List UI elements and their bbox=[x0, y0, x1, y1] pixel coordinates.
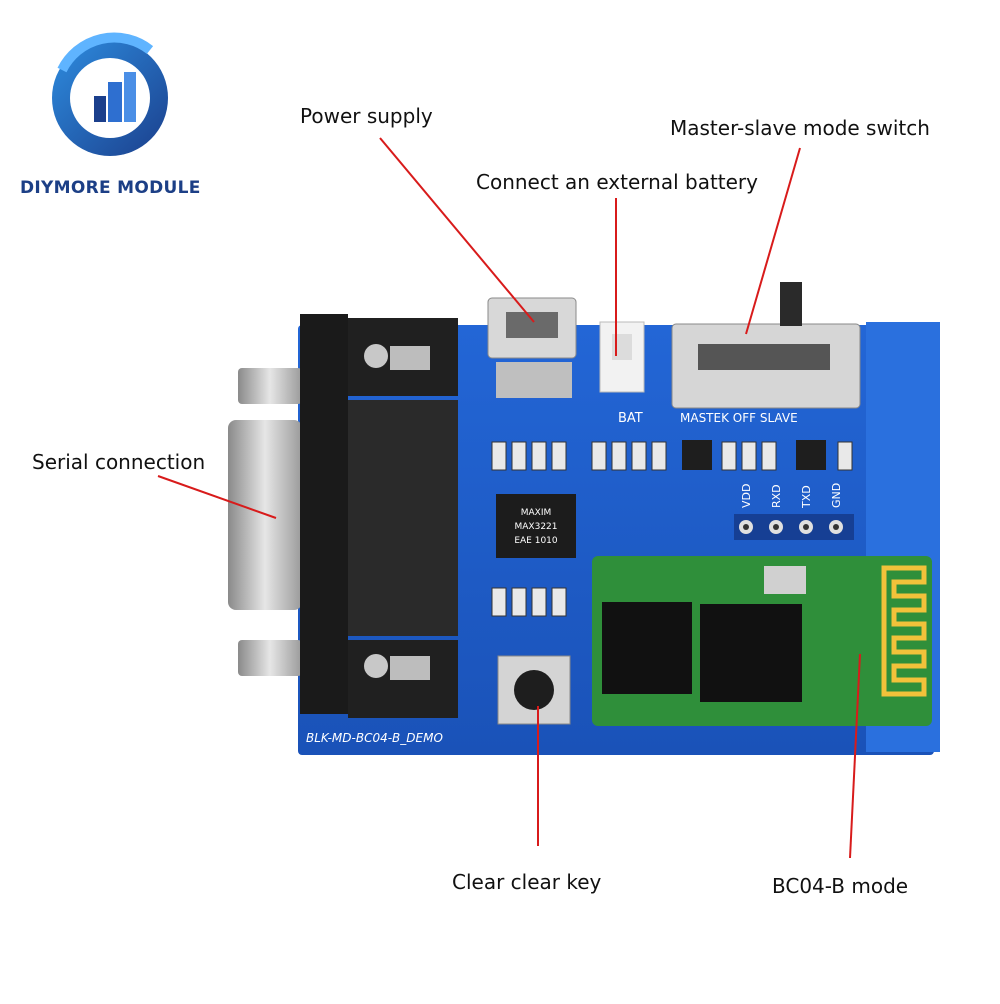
chip-code: EAE 1010 bbox=[514, 536, 558, 546]
callout-external-battery: Connect an external battery bbox=[476, 170, 758, 194]
bat-label: BAT bbox=[618, 411, 643, 426]
pin-label-txd: TXD bbox=[800, 485, 813, 509]
transistor bbox=[682, 440, 712, 470]
master-slave-slide-switch bbox=[671, 282, 861, 409]
pin-label-rxd: RXD bbox=[770, 484, 783, 508]
chip-model: MAX3221 bbox=[515, 522, 558, 532]
max3221-chip bbox=[496, 494, 576, 558]
transistor bbox=[796, 440, 826, 470]
db9-connector bbox=[228, 314, 458, 718]
callout-clear-key: Clear clear key bbox=[452, 870, 602, 894]
callout-bc04-mode: BC04-B mode bbox=[772, 874, 909, 898]
callout-power-supply: Power supply bbox=[300, 104, 433, 128]
clear-key-button bbox=[497, 655, 571, 725]
pin-label-vdd: VDD bbox=[740, 484, 753, 508]
smd-components bbox=[491, 441, 853, 617]
chip-brand: MAXIM bbox=[521, 508, 552, 518]
mini-usb-port bbox=[487, 297, 577, 398]
callout-serial-connection: Serial connection bbox=[32, 450, 206, 474]
pin-label-gnd: GND bbox=[830, 483, 843, 508]
header-pins bbox=[734, 514, 854, 540]
battery-connector bbox=[599, 321, 645, 393]
board-model-label: BLK-MD-BC04-B_DEMO bbox=[306, 731, 443, 745]
brand-name: DIYMORE MODULE bbox=[20, 178, 201, 198]
callout-lines bbox=[157, 137, 861, 859]
callout-master-slave-switch: Master-slave mode switch bbox=[670, 116, 930, 140]
brand-logo bbox=[52, 32, 168, 156]
switch-position-label: MASTEK OFF SLAVE bbox=[680, 411, 798, 425]
bc04-b-bluetooth-module bbox=[592, 556, 932, 726]
